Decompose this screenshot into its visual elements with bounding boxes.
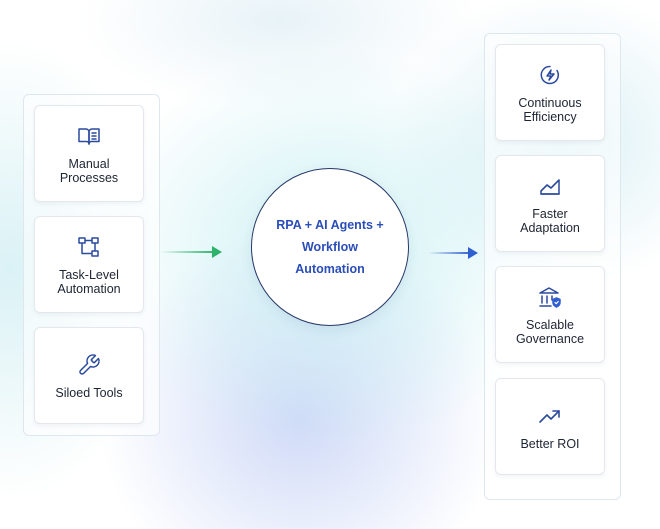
bank-shield-icon (537, 284, 563, 310)
arrow-right-green (160, 246, 222, 258)
card-manual-processes: Manual Processes (34, 105, 144, 202)
card-label: Siloed Tools (55, 385, 123, 400)
card-continuous-efficiency: Continuous Efficiency (495, 44, 605, 141)
card-siloed-tools: Siloed Tools (34, 327, 144, 424)
chart-area-icon (537, 173, 563, 199)
center-hub: RPA + AI Agents + Workflow Automation (251, 168, 409, 326)
flowchart-icon (76, 234, 102, 260)
card-label: Faster Adaptation (520, 206, 580, 235)
arrow-right-blue (428, 247, 478, 259)
card-label: Better ROI (520, 436, 580, 451)
trend-up-icon (537, 403, 563, 429)
book-open-icon (76, 123, 102, 149)
card-scalable-governance: Scalable Governance (495, 266, 605, 363)
lightning-icon (537, 62, 563, 88)
card-label: Continuous Efficiency (518, 95, 582, 124)
card-label: Scalable Governance (515, 317, 585, 346)
left-panel: Manual Processes Task-Level Automation S… (23, 94, 160, 436)
card-better-roi: Better ROI (495, 378, 605, 475)
wrench-icon (76, 352, 102, 378)
card-faster-adaptation: Faster Adaptation (495, 155, 605, 252)
card-label: Task-Level Automation (57, 267, 121, 296)
right-panel: Continuous Efficiency Faster Adaptation … (484, 33, 621, 500)
card-task-level-automation: Task-Level Automation (34, 216, 144, 313)
center-label: RPA + AI Agents + Workflow Automation (276, 218, 384, 276)
card-label: Manual Processes (59, 156, 119, 185)
